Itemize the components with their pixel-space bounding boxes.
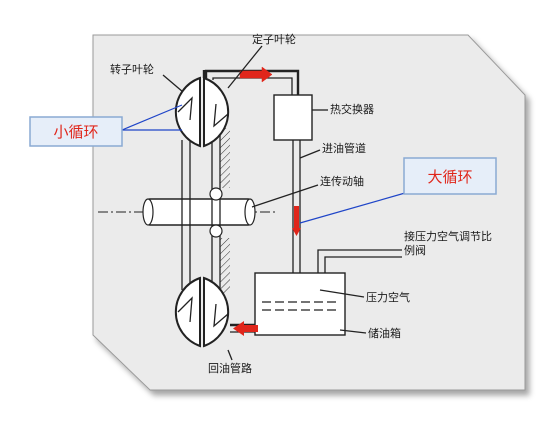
pressure-regulator-label-2: 例阀 — [404, 243, 426, 257]
rotor-blade-lower-1 — [177, 296, 193, 323]
oil-tank — [254, 272, 346, 336]
heat-exchanger-label: 热交换器 — [330, 102, 374, 116]
rotor-impeller-upper — [174, 76, 201, 148]
housing-hatch-top — [220, 128, 230, 188]
stator-blade-upper-1 — [213, 103, 229, 128]
pressure-air-label: 压力空气 — [366, 290, 410, 304]
leader-inlet-pipe — [299, 149, 321, 159]
rotor-blade-upper-1 — [177, 96, 193, 121]
rotor-impeller-lower — [174, 276, 201, 348]
bearing-top — [209, 187, 223, 201]
leader-return-pipe — [227, 349, 233, 361]
shaft-end-left — [142, 198, 154, 226]
leader-pressure-air — [319, 289, 365, 298]
flow-arrow-outlet — [239, 66, 273, 83]
leader-stator — [227, 45, 263, 89]
inlet-pipe-label: 进油管道 — [322, 141, 366, 155]
leader-oil-tank — [339, 329, 367, 334]
rotor-impeller-label: 转子叶轮 — [110, 62, 154, 76]
stator-impeller-label: 定子叶轮 — [252, 32, 296, 46]
flow-arrow-inlet — [294, 206, 299, 230]
leader-rotor — [162, 74, 184, 93]
bearing-bottom — [209, 224, 223, 238]
pressure-air-pipe-inner — [324, 256, 402, 273]
stator-blade-lower-1 — [213, 303, 229, 328]
small-loop-callout — [29, 116, 123, 147]
small-loop-label: 小循环 — [53, 123, 98, 141]
big-loop-label: 大循环 — [427, 168, 472, 186]
oil-tank-label: 储油箱 — [368, 326, 401, 340]
pressure-air-pipe — [317, 249, 402, 273]
leader-shaft — [251, 184, 319, 208]
drive-shaft-label: 连传动轴 — [320, 174, 364, 188]
pressure-regulator-label-1: 接压力空气调节比 — [404, 229, 492, 243]
flow-arrow-return — [233, 321, 258, 336]
drive-shaft — [144, 198, 254, 226]
return-pipe-label: 回油管路 — [208, 361, 252, 375]
housing-hatch-bottom — [220, 238, 230, 293]
big-loop-callout — [403, 157, 497, 195]
flow-arrow-inlet-head — [292, 228, 301, 236]
heat-exchanger-box — [273, 94, 313, 141]
big-loop-leader — [299, 192, 406, 224]
shaft-end-right — [244, 198, 256, 226]
small-loop-leader-1 — [121, 104, 183, 131]
